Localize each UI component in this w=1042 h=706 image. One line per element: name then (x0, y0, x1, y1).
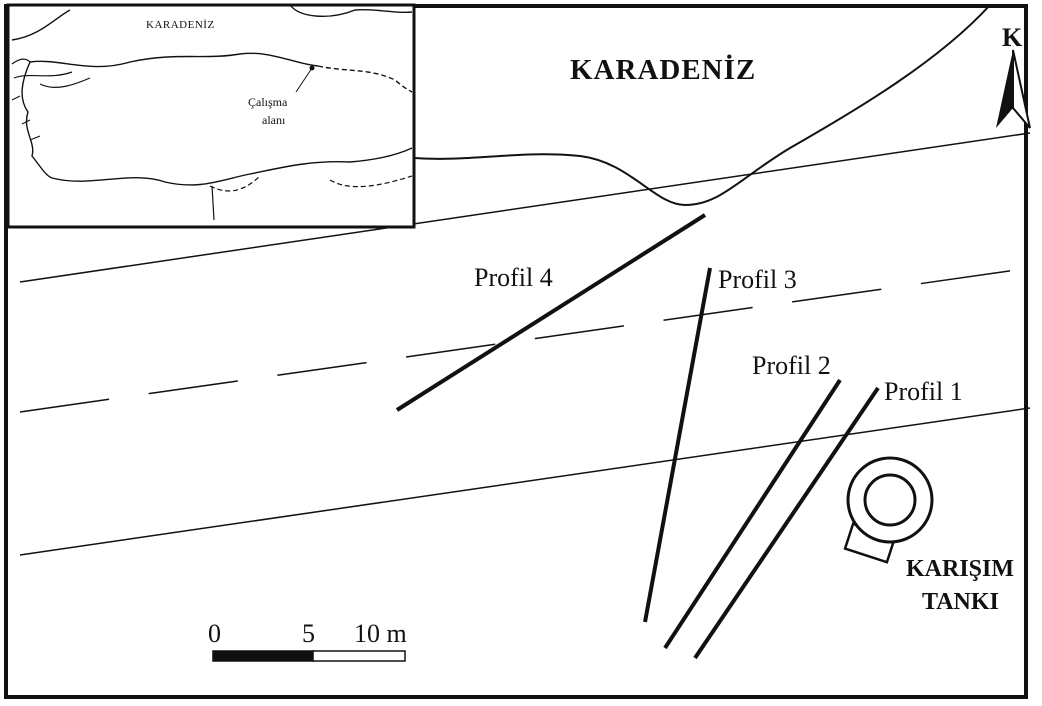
inset-map (6, 3, 416, 229)
scale-bar (212, 650, 406, 662)
inset-study-area-label-line2: alanı (262, 113, 286, 127)
inset-sea-label: KARADENİZ (146, 19, 215, 31)
sea-label-main: KARADENİZ (570, 53, 756, 86)
road-edge-south (19, 407, 1031, 556)
scale-tick-0: 0 (208, 619, 221, 648)
mixing-tank-label-line2: TANKI (922, 589, 999, 615)
profile-3-label: Profil 3 (718, 265, 797, 294)
road-edge-north (19, 132, 1031, 283)
inset-study-area-label-line1: Çalışma (248, 95, 288, 109)
profile-3-line (643, 267, 712, 623)
north-label: K (1002, 23, 1023, 52)
profile-4-label: Profil 4 (474, 263, 553, 292)
scale-tick-5: 5 (302, 619, 315, 648)
road-centerline (19, 267, 1031, 413)
scale-tick-10: 10 m (354, 619, 407, 648)
mixing-tank-icon (843, 456, 934, 564)
coastline (414, 4, 991, 207)
profile-1-line (693, 386, 880, 660)
profile-2-label: Profil 2 (752, 351, 831, 380)
profile-1-label: Profil 1 (884, 377, 963, 406)
mixing-tank-label-line1: KARIŞIM (906, 556, 1014, 582)
profile-4-line (395, 213, 707, 412)
profile-2-line (663, 378, 842, 650)
north-arrow-icon (996, 49, 1031, 129)
